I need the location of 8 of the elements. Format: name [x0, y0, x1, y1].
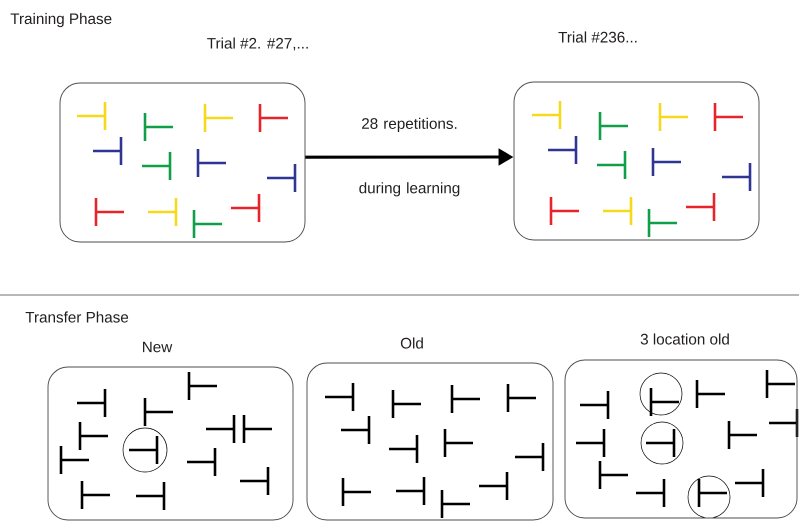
box-heading: New: [143, 342, 172, 352]
box-heading: 3 location old: [640, 333, 729, 345]
phase-title: Transfer Phase: [26, 311, 128, 323]
box-heading: Old: [400, 337, 423, 349]
phase-title: Training Phase: [10, 12, 112, 28]
box-heading: Trial #2. #27,...: [207, 38, 308, 50]
box-heading: Trial #236...: [558, 31, 637, 43]
edge-label: 28 repetitions. during learning: [359, 118, 460, 196]
